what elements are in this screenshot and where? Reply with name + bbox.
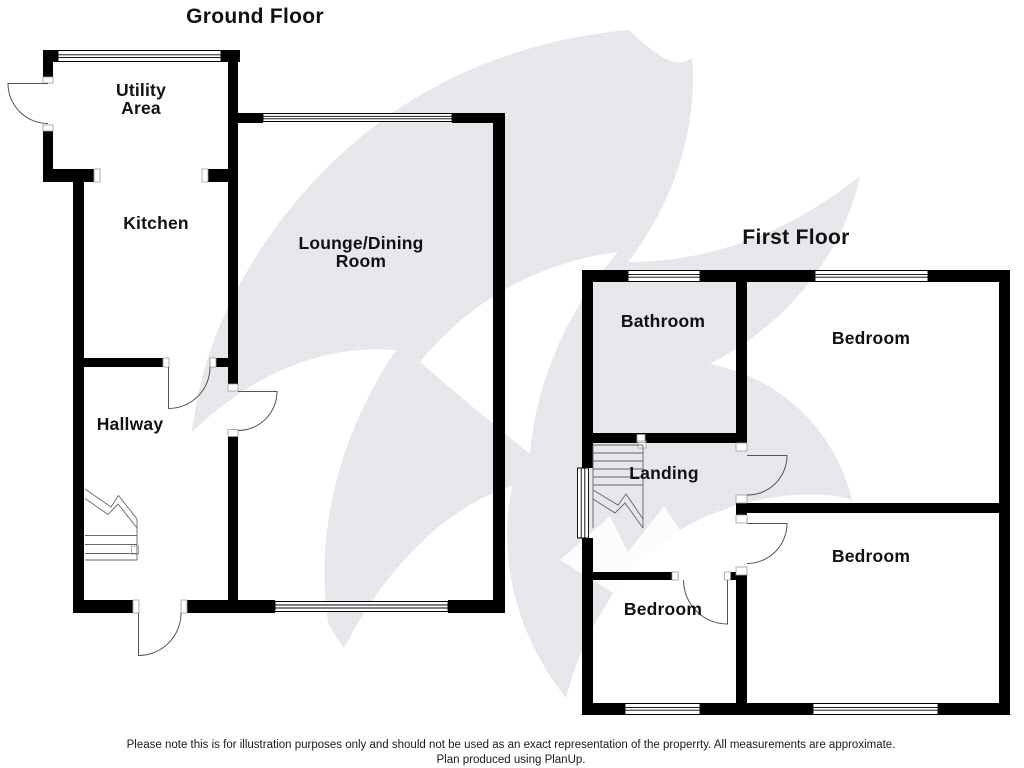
room-label-kitchen: Kitchen (123, 213, 189, 233)
gf-lounge-top-window (262, 113, 453, 122)
room-label-utility-area: Utility Area (115, 80, 167, 118)
room-label-bedroom-small: Bedroom (623, 599, 703, 619)
ff-bathroom-window (627, 270, 701, 282)
ff-stairs (592, 444, 644, 529)
room-label-landing: Landing (629, 463, 699, 483)
ff-bedroom-small-door (683, 579, 728, 625)
gf-utility-window (57, 50, 222, 62)
watermark-wing-cutout (420, 252, 618, 454)
ff-bedroom-rear-window (814, 270, 929, 282)
gf-lounge-bottom-window (274, 601, 449, 612)
ff-bedroom-front-window (812, 703, 939, 715)
ff-bedroom-front-door (746, 523, 788, 564)
ff-landing-window (577, 467, 589, 539)
room-label-lounge-dining: Lounge/Dining Room (298, 233, 424, 271)
gf-front-door (138, 612, 182, 657)
ff-bedroom-small-window (624, 703, 701, 715)
planup-credit-text: Plan produced using PlanUp. (436, 754, 586, 766)
first-floor-plan (577, 270, 1010, 715)
disclaimer-text: Please note this is for illustration pur… (126, 739, 896, 751)
gf-door-jambs (42, 76, 239, 614)
gf-hallway-lounge-door (237, 391, 278, 431)
gf-utility-external-door (7, 83, 49, 124)
room-label-bedroom-rear: Bedroom (831, 328, 911, 348)
ground-floor-title: Ground Floor (186, 5, 324, 28)
ground-floor-plan (7, 50, 505, 657)
first-floor-title: First Floor (742, 226, 850, 249)
gf-kitchen-hallway-door (168, 366, 211, 410)
gf-stairs (84, 488, 138, 561)
watermark-tail-cutout (560, 506, 700, 610)
room-label-hallway: Hallway (96, 414, 164, 434)
room-label-bedroom-front: Bedroom (831, 546, 911, 566)
ff-bedroom-rear-door (746, 455, 788, 496)
planup-bird-watermark-icon (192, 30, 860, 698)
room-label-bathroom: Bathroom (620, 311, 706, 331)
